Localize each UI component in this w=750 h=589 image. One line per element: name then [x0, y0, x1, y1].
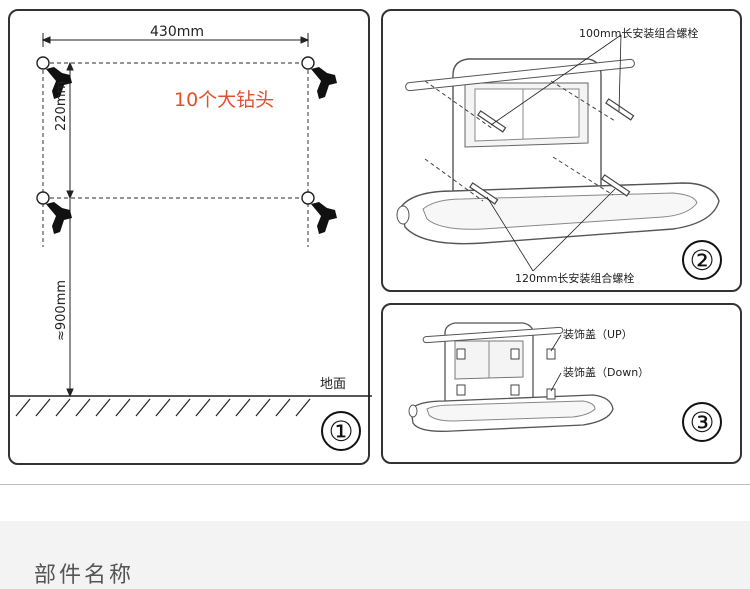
step-number: ②: [682, 240, 722, 280]
section-title: 部件名称: [34, 563, 135, 588]
cover-up-label: 装饰盖（UP）: [563, 328, 633, 341]
drilling-layout-panel: 430mm 220mm ≈900mm 10个大钻头 地面 ①: [8, 9, 372, 465]
changing-table-drawing: [408, 322, 614, 432]
step-number: ③: [682, 402, 722, 442]
drill-hole: [36, 56, 50, 70]
height-dimension-label: 220mm: [54, 80, 69, 131]
cover-down-label: 装饰盖（Down）: [563, 366, 650, 379]
decorative-cover-panel: 装饰盖（UP） 装饰盖（Down） ③: [381, 303, 742, 464]
bolt-installation-panel: 100mm长安装组合螺栓 120mm长安装组合螺栓 ②: [381, 9, 742, 292]
section-divider: [0, 484, 750, 485]
drill-hole: [36, 191, 50, 205]
parts-section-header: 部件名称: [0, 521, 750, 589]
drill-icon: [46, 202, 72, 234]
drill-icon: [311, 67, 337, 99]
bolt-120mm-label: 120mm长安装组合螺栓: [515, 272, 635, 285]
bolt-100mm-label: 100mm长安装组合螺栓: [579, 27, 699, 40]
drill-icon: [46, 67, 72, 99]
drill-icon: [311, 202, 337, 234]
floor-label: 地面: [320, 377, 347, 392]
floor-height-label: ≈900mm: [54, 279, 69, 341]
changing-table-drawing: [396, 34, 720, 272]
drill-hole: [301, 56, 315, 70]
drilling-layout-drawing: [10, 33, 372, 417]
step-number: ①: [321, 411, 361, 451]
drill-note: 10个大钻头: [174, 89, 275, 111]
drill-hole: [301, 191, 315, 205]
width-dimension-label: 430mm: [150, 24, 204, 40]
